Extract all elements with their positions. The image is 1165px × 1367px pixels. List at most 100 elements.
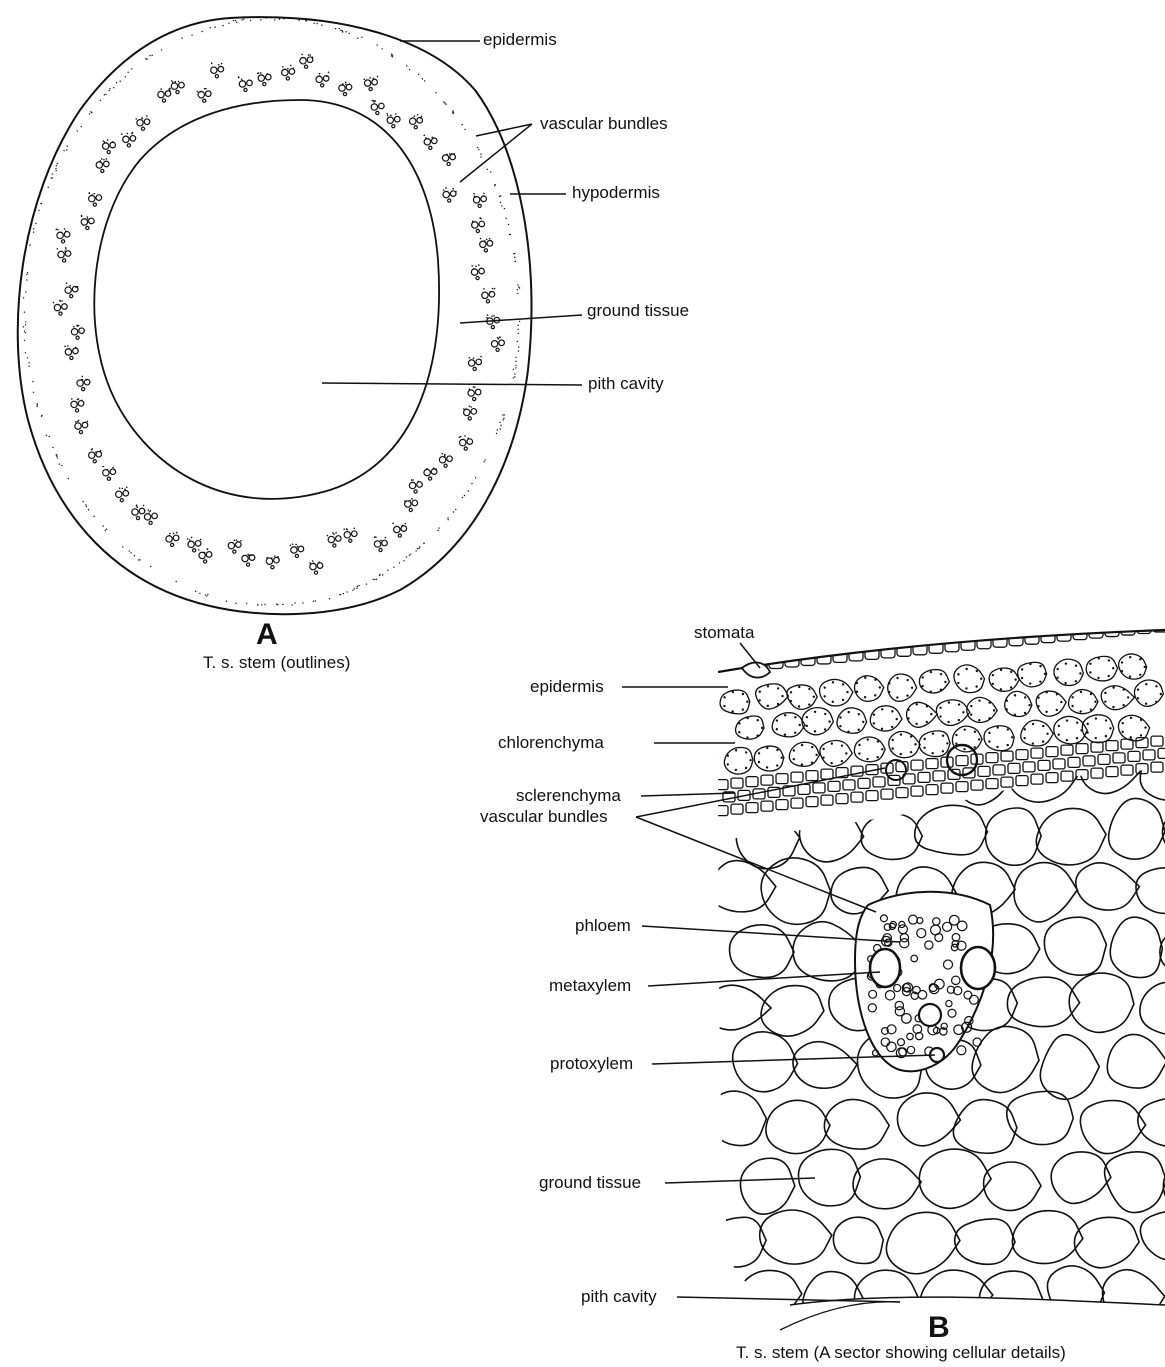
chloroplast	[923, 747, 925, 749]
epidermis-stipple	[214, 26, 215, 27]
chloroplast	[1097, 677, 1099, 679]
epidermis-stipple	[406, 556, 407, 557]
bundle-vessel	[70, 295, 73, 298]
bundle-vessel	[127, 144, 130, 147]
chloroplast	[992, 674, 994, 676]
bundle-dot	[480, 238, 482, 240]
chloroplast	[1007, 728, 1009, 730]
epidermis-stipple	[23, 297, 24, 298]
epidermis-stipple	[139, 559, 140, 560]
bundle-vessel	[394, 116, 400, 122]
bundle-dot	[127, 133, 129, 135]
leader-lines-a	[322, 41, 582, 385]
chloroplast	[877, 756, 879, 758]
bundle-dot	[257, 73, 259, 75]
epidermis-stipple	[468, 490, 469, 491]
bundle-dot	[219, 66, 221, 68]
chloroplast	[1014, 678, 1016, 680]
epidermis-stipple	[41, 203, 42, 204]
chloroplast	[1071, 705, 1073, 707]
bundle-dot	[319, 73, 321, 75]
parenchyma-cell	[1044, 917, 1106, 975]
epidermis-stipple	[500, 202, 501, 203]
parenchyma-cell	[1138, 1097, 1165, 1146]
bundle-vessel	[471, 269, 477, 275]
epidermis-stipple	[358, 585, 359, 586]
bundle-dot	[160, 88, 162, 90]
vascular-bundle-a	[266, 555, 279, 568]
chloroplast	[921, 676, 923, 678]
epidermis-stipple	[423, 543, 424, 544]
bundle-dot	[242, 80, 244, 82]
bundle-dot	[295, 544, 297, 546]
vascular-bundle-a	[71, 325, 84, 340]
chloroplast	[1014, 694, 1016, 696]
chloroplast	[776, 719, 778, 721]
bundle-dot	[113, 469, 115, 471]
bundle-vessel	[171, 543, 174, 546]
bundle-dot	[271, 557, 273, 559]
epidermis-stipple	[361, 37, 362, 38]
epidermis-stipple	[490, 171, 491, 172]
parenchyma-cell	[824, 1099, 889, 1149]
chloroplast	[964, 728, 966, 730]
bundle-vessel	[429, 477, 432, 480]
epidermis-stipple	[25, 332, 26, 333]
vascular-bundle-a	[374, 536, 387, 551]
bundle-dot	[478, 264, 480, 266]
bundle-dot	[65, 248, 67, 250]
epidermis-stipple	[462, 124, 463, 125]
epidermis-stipple	[497, 429, 498, 430]
bundle-dot	[187, 538, 189, 540]
bundle-dot	[64, 228, 66, 230]
bundle-vessel	[246, 563, 249, 566]
vascular-bundle-a	[197, 88, 212, 102]
epidermis-stipple	[508, 224, 509, 225]
parenchyma-cell	[760, 1210, 832, 1264]
epidermis-stipple	[265, 17, 266, 18]
bundle-vessel	[244, 88, 247, 91]
chloroplast	[781, 757, 783, 759]
bundle-dot	[333, 533, 335, 535]
chloroplast	[1140, 734, 1142, 736]
vascular-bundle-a	[300, 54, 314, 69]
vascular-bundle-a	[339, 81, 352, 95]
chloroplast	[1079, 672, 1081, 674]
vascular-bundle-a	[463, 406, 476, 420]
bundle-dot	[373, 101, 375, 103]
vascular-bundle-a	[53, 300, 68, 315]
epidermis-stipple	[210, 27, 211, 28]
pith-cavity-crack-b	[780, 1302, 900, 1330]
chloroplast	[758, 761, 760, 763]
epidermis-stipple	[406, 65, 407, 66]
bundle-vessel	[479, 268, 485, 274]
epidermis-stipple	[195, 591, 196, 592]
bundle-dot	[100, 160, 102, 162]
bundle-dot	[69, 285, 71, 287]
chloroplast	[794, 732, 796, 734]
epidermis-stipple	[130, 552, 131, 553]
bundle-dot	[81, 400, 83, 402]
bundle-vessel	[282, 69, 288, 75]
vascular-bundle-a	[439, 453, 452, 467]
bundle-vessel	[336, 536, 342, 542]
bundle-dot	[207, 548, 209, 550]
chloroplast	[845, 752, 847, 754]
bundle-vessel	[482, 292, 488, 298]
chloroplast	[1045, 711, 1047, 713]
bundle-vessel	[193, 549, 196, 552]
epidermis-stipple	[297, 18, 298, 19]
bundle-vessel	[491, 341, 497, 347]
epidermis-stipple	[127, 72, 128, 73]
bundle-dot	[309, 54, 311, 56]
chloroplast	[948, 701, 950, 703]
vascular-bundle-a	[211, 62, 224, 77]
epidermis-stipple	[199, 593, 200, 594]
bundle-vessel	[372, 79, 378, 85]
bundle-dot	[404, 500, 406, 502]
chloroplast	[996, 746, 998, 748]
bundle-dot	[313, 563, 315, 565]
bundle-dot	[480, 356, 482, 358]
epidermis-stipple	[438, 527, 439, 528]
parenchyma-cell	[1107, 1034, 1165, 1088]
